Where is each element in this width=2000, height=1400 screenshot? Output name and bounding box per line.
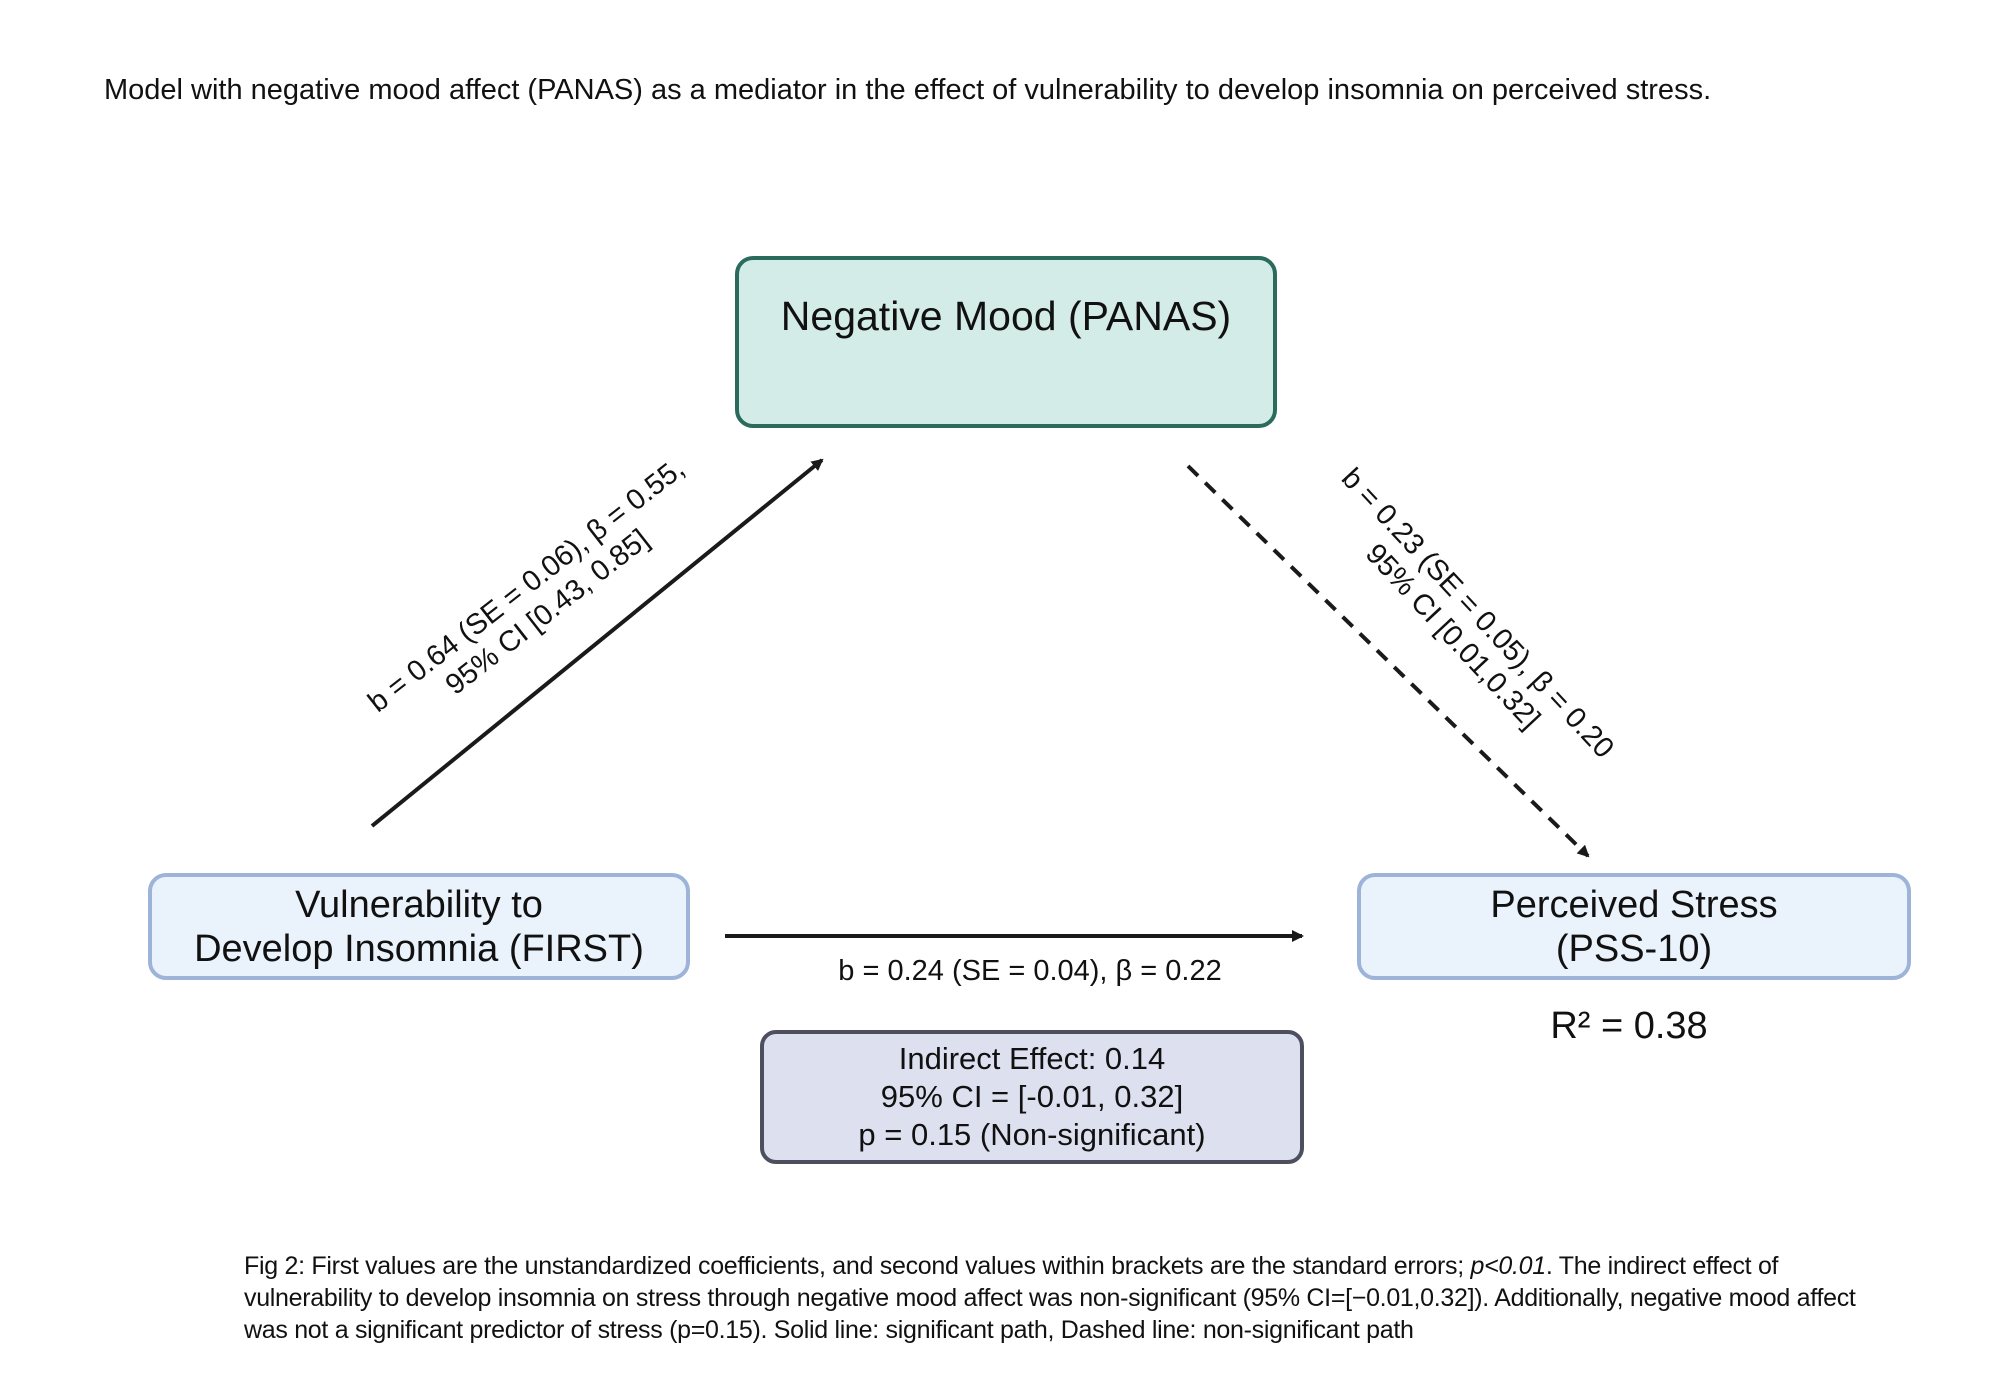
predictor-label-line1: Vulnerability to [295,883,543,926]
caption-text-part1: Fig 2: First values are the unstandardiz… [244,1252,1471,1280]
path-a-arrow [370,458,824,828]
predictor-label-line2: Develop Insomnia (FIRST) [194,927,644,970]
r-squared-value: R² = 0.38 [1550,1005,1708,1047]
path-b-arrow [1186,464,1590,858]
mediator-label: Negative Mood (PANAS) [780,293,1232,339]
path-c-label: b = 0.24 (SE = 0.04), β = 0.22 [780,954,1280,988]
path-c-label-line1: b = 0.24 (SE = 0.04), β = 0.22 [838,955,1222,987]
predictor-node: Vulnerability to Develop Insomnia (FIRST… [148,873,690,980]
diagram-title: Model with negative mood affect (PANAS) … [104,74,1712,106]
mediator-node: Negative Mood (PANAS) [735,256,1277,428]
caption-emphasis: p<0.01 [1470,1252,1547,1280]
outcome-label-line1: Perceived Stress [1490,883,1778,926]
indirect-effect-box: Indirect Effect: 0.14 95% CI = [-0.01, 0… [760,1030,1304,1164]
outcome-node: Perceived Stress (PSS-10) [1357,873,1911,980]
indirect-effect-line1: Indirect Effect: 0.14 [898,1041,1166,1076]
figure-caption: Fig 2: First values are the unstandardiz… [244,1250,1904,1346]
indirect-effect-line3: p = 0.15 (Non-significant) [858,1117,1206,1152]
caption-text-part2: . The indirect effect of vulnerability t… [244,1252,1856,1344]
indirect-effect-line2: 95% CI = [-0.01, 0.32] [880,1079,1184,1114]
outcome-label-line2: (PSS-10) [1555,927,1713,970]
